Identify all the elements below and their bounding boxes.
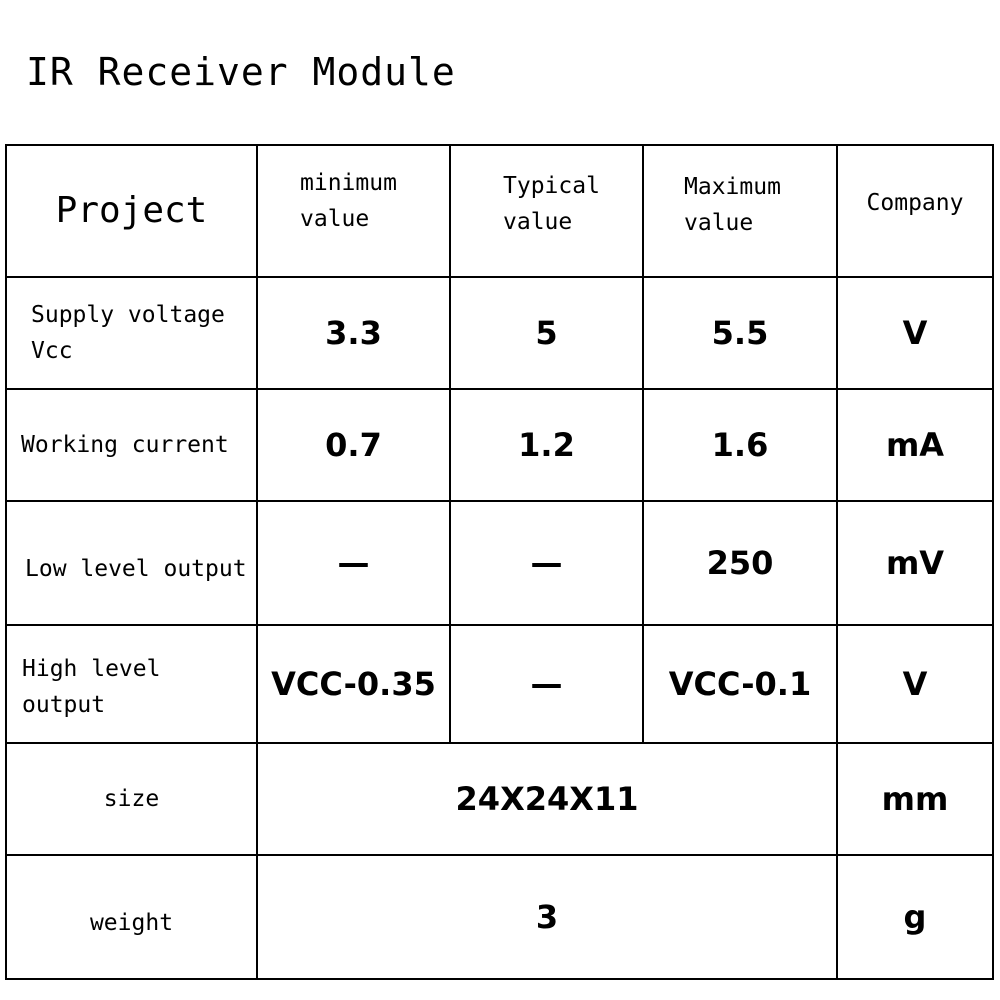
cell-typ: 1.2	[449, 388, 644, 502]
cell-min: —	[256, 500, 451, 626]
cell-typ: —	[449, 500, 644, 626]
cell-unit: mA	[836, 388, 994, 502]
table-row: size 24X24X11 mm	[5, 742, 994, 856]
header-company: Company	[836, 144, 994, 278]
cell-unit: mm	[836, 742, 994, 856]
page-title: IR Receiver Module	[26, 50, 456, 94]
header-maximum-value: Maximum value	[642, 144, 838, 278]
table-header-row: Project minimum value Typical value Maxi…	[5, 144, 994, 278]
table-row: Supply voltage Vcc 3.3 5 5.5 V	[5, 276, 994, 390]
cell-min: 3.3	[256, 276, 451, 390]
row-label: High level output	[5, 624, 258, 744]
cell-typ: 5	[449, 276, 644, 390]
cell-typ: —	[449, 624, 644, 744]
cell-min: 0.7	[256, 388, 451, 502]
row-label: Low level output	[5, 500, 258, 626]
row-label: Working current	[5, 388, 258, 502]
cell-unit: g	[836, 854, 994, 980]
row-label: Supply voltage Vcc	[5, 276, 258, 390]
cell-unit: mV	[836, 500, 994, 626]
header-minimum-value: minimum value	[256, 144, 451, 278]
cell-max: VCC-0.1	[642, 624, 838, 744]
table-row: weight 3 g	[5, 854, 994, 980]
cell-value: 3	[256, 854, 838, 980]
header-project: Project	[5, 144, 258, 278]
row-label: size	[5, 742, 258, 856]
cell-unit: V	[836, 624, 994, 744]
table-row: Low level output — — 250 mV	[5, 500, 994, 626]
cell-min: VCC-0.35	[256, 624, 451, 744]
header-typical-value: Typical value	[449, 144, 644, 278]
table-row: High level output VCC-0.35 — VCC-0.1 V	[5, 624, 994, 744]
cell-max: 5.5	[642, 276, 838, 390]
cell-max: 250	[642, 500, 838, 626]
table-row: Working current 0.7 1.2 1.6 mA	[5, 388, 994, 502]
spec-table: Project minimum value Typical value Maxi…	[5, 144, 994, 980]
row-label: weight	[5, 854, 258, 980]
cell-max: 1.6	[642, 388, 838, 502]
cell-unit: V	[836, 276, 994, 390]
cell-value: 24X24X11	[256, 742, 838, 856]
